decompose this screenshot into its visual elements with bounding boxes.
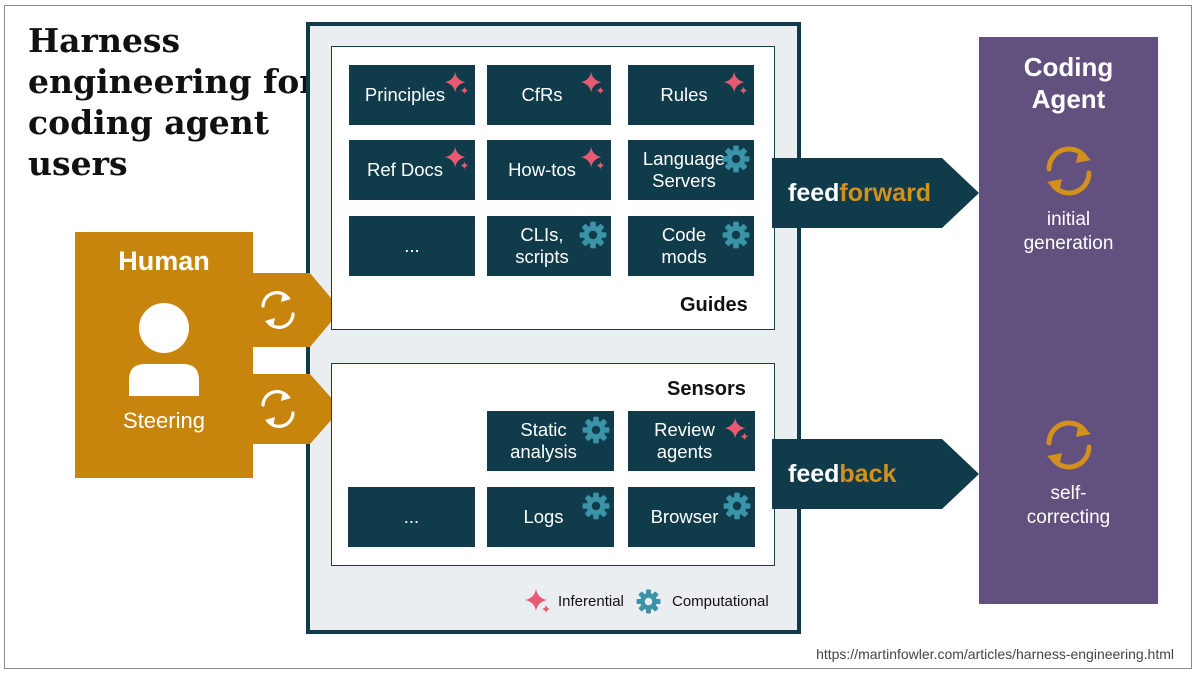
- agent-title: Coding Agent: [979, 51, 1158, 115]
- guides-tile: Principles: [349, 65, 475, 125]
- guides-label: Guides: [680, 294, 748, 316]
- guides-tile: How-tos: [487, 140, 611, 200]
- guides-tile: Rules: [628, 65, 754, 125]
- gear-icon: [582, 416, 610, 444]
- guides-tile: CfRs: [487, 65, 611, 125]
- agent-stage-line: generation: [1023, 233, 1114, 254]
- human-title: Human: [118, 246, 210, 276]
- person-icon: [129, 303, 199, 396]
- sensors-tile: ...: [348, 487, 475, 547]
- sensors-tile-label: Browser: [650, 506, 719, 527]
- feedforward-label: feedforward: [788, 179, 931, 208]
- sensors-label: Sensors: [667, 378, 746, 400]
- agent-stage-self-correcting: self- correcting: [979, 482, 1158, 530]
- guides-tile-label: How-tos: [508, 159, 576, 180]
- sensors-tile: Browser: [628, 487, 755, 547]
- guides-tile: Code mods: [628, 216, 754, 276]
- sparkle-icon: [525, 589, 550, 613]
- guides-tile: Ref Docs: [349, 140, 475, 200]
- guides-tile-label: Rules: [660, 84, 708, 105]
- feedforward-arrow: [772, 158, 979, 228]
- title-line: coding agent: [28, 103, 269, 142]
- feedback-part1: feed: [788, 460, 840, 488]
- sensors-tile-label: Review agents: [654, 419, 715, 462]
- agent-title-line: Coding: [1023, 52, 1114, 82]
- gear-icon: [579, 221, 607, 249]
- feedforward-part2: forward: [839, 179, 932, 207]
- agent-title-line: Agent: [1031, 84, 1106, 114]
- agent-stage-line: correcting: [1026, 507, 1111, 528]
- cycle-arrows-icon: [1046, 146, 1092, 196]
- sparkle-icon: [443, 70, 471, 98]
- slide-frame: [4, 5, 1192, 669]
- sensors-tile-label: Logs: [523, 506, 564, 527]
- steering-arrow-sensors: [250, 374, 341, 444]
- title-line: users: [28, 144, 128, 183]
- sparkle-icon: [579, 145, 607, 173]
- guides-tile-label: Principles: [364, 84, 446, 105]
- guides-tile-label: Ref Docs: [366, 159, 444, 180]
- guides-tile: Language Servers: [628, 140, 754, 200]
- cycle-arrows-icon: [1046, 420, 1092, 470]
- gear-icon: [582, 492, 610, 520]
- guides-tile-label: ...: [404, 235, 420, 256]
- sparkle-icon: [443, 145, 471, 173]
- gear-icon: [722, 221, 750, 249]
- sensors-tile: Review agents: [628, 411, 755, 471]
- guides-tile-label: Language Servers: [642, 148, 726, 191]
- legend-inferential: Inferential: [558, 593, 624, 610]
- legend-computational: Computational: [672, 593, 769, 610]
- title-line: Harness: [28, 21, 181, 60]
- sparkle-icon: [722, 70, 750, 98]
- title-line: engineering for: [28, 62, 317, 101]
- feedforward-part1: feed: [788, 179, 840, 207]
- sparkle-icon: [579, 70, 607, 98]
- feedback-part2: back: [839, 460, 897, 488]
- gear-icon: [722, 145, 750, 173]
- sensors-tile-label: Static analysis: [510, 419, 577, 462]
- sensors-tile-label: ...: [403, 506, 420, 527]
- slide-title: Harness engineering for coding agent use…: [28, 20, 318, 184]
- steering-arrow-guides: [250, 273, 341, 347]
- agent-stage-line: self-: [1050, 483, 1087, 504]
- guides-tile: CLIs, scripts: [487, 216, 611, 276]
- gear-icon: [636, 589, 661, 614]
- feedback-arrow: [772, 439, 979, 509]
- sensors-tile: Logs: [487, 487, 614, 547]
- guides-tile-label: Code mods: [661, 224, 707, 267]
- guides-tile-label: CfRs: [521, 84, 563, 105]
- sensors-tile: Static analysis: [487, 411, 614, 471]
- gear-icon: [723, 492, 751, 520]
- guides-tile-label: CLIs, scripts: [515, 224, 569, 267]
- agent-stage-line: initial: [1046, 209, 1091, 230]
- agent-stage-initial: initial generation: [979, 208, 1158, 256]
- feedback-label: feedback: [788, 460, 896, 489]
- coding-agent-box: Coding Agent initial generation self- co…: [979, 37, 1158, 604]
- guides-tile: ...: [349, 216, 475, 276]
- human-box: Human Steering: [75, 232, 253, 478]
- sparkle-icon: [723, 416, 751, 444]
- human-steering-label: Steering: [123, 408, 205, 433]
- source-url: https://martinfowler.com/articles/harnes…: [816, 646, 1174, 662]
